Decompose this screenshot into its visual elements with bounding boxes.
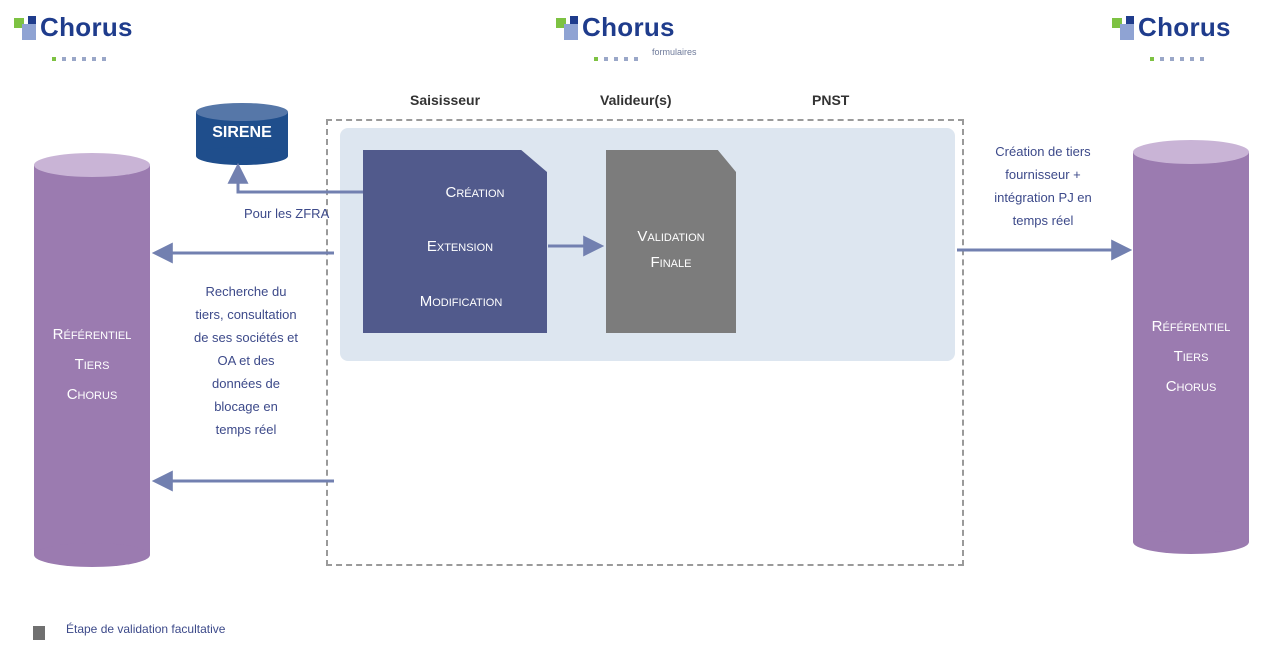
step-validation: Validation <box>637 228 705 245</box>
arrow-to-sirene <box>227 162 390 194</box>
referentiel-left-label: Référentiel Tiers Chorus <box>52 326 132 403</box>
chorus-logo-right: Chorus <box>1112 12 1262 62</box>
step-modification: Modification <box>419 293 503 310</box>
chorus-formulaires-logo: Chorus formulaires <box>556 12 746 62</box>
sirene-note: Pour les ZFRA <box>244 206 330 221</box>
column-pnst: PNST <box>812 92 850 108</box>
referentiel-right-cylinder <box>1133 140 1249 554</box>
left-note: Recherche du tiers, consultation de ses … <box>193 284 299 437</box>
column-valideurs: Valideur(s) <box>600 92 672 108</box>
chorus-mark-icon <box>1112 16 1138 42</box>
legend-swatch-icon <box>33 626 45 640</box>
legend-label: Étape de validation facultative <box>66 622 226 636</box>
chorus-mark-icon <box>14 16 40 42</box>
logo-wordmark: Chorus <box>40 12 133 42</box>
chorus-mark-icon <box>556 16 582 42</box>
sirene-label: SIRENE <box>212 124 272 141</box>
right-note: Création de tiers fournisseur + intégrat… <box>994 144 1092 228</box>
step-finale: Finale <box>650 254 692 271</box>
column-saisisseur: Saisisseur <box>410 92 481 108</box>
step-creation: Création <box>445 184 505 201</box>
sirene-cylinder <box>196 103 288 165</box>
referentiel-right-label: Référentiel Tiers Chorus <box>1151 318 1231 395</box>
logo-wordmark: Chorus <box>582 12 675 42</box>
logo-subtitle: formulaires <box>652 47 697 57</box>
logo-wordmark: Chorus <box>1138 12 1231 42</box>
saisisseur-document <box>363 150 547 333</box>
chorus-logo-left: Chorus <box>14 12 174 62</box>
referentiel-left-cylinder <box>34 153 150 567</box>
validation-document <box>606 150 736 333</box>
step-extension: Extension <box>426 238 494 255</box>
process-boundary <box>326 119 964 566</box>
